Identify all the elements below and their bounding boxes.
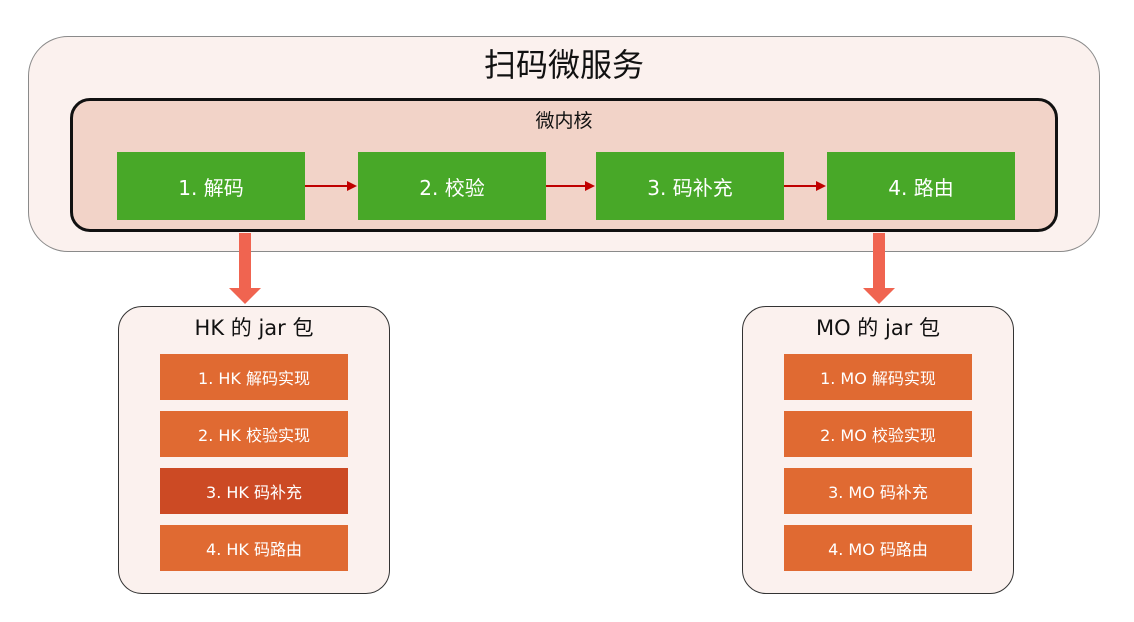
- hk-item-validate: 2. HK 校验实现: [160, 411, 348, 457]
- step-supplement: 3. 码补充: [596, 152, 784, 220]
- step-route: 4. 路由: [827, 152, 1015, 220]
- step-decode: 1. 解码: [117, 152, 305, 220]
- kernel-title: 微内核: [535, 110, 593, 132]
- hk-item-decode: 1. HK 解码实现: [160, 354, 348, 400]
- plugin-arrow-mo: [863, 233, 895, 304]
- mo-item-supplement: 3. MO 码补充: [784, 468, 972, 514]
- mo-item-validate: 2. MO 校验实现: [784, 411, 972, 457]
- plugin-arrow-hk: [229, 233, 261, 304]
- step-validate: 2. 校验: [358, 152, 546, 220]
- service-title: 扫码微服务: [483, 46, 644, 84]
- mo-jar-title: MO 的 jar 包: [815, 316, 940, 340]
- mo-item-route: 4. MO 码路由: [784, 525, 972, 571]
- hk-item-supplement: 3. HK 码补充: [160, 468, 348, 514]
- hk-item-route: 4. HK 码路由: [160, 525, 348, 571]
- hk-jar-title: HK 的 jar 包: [194, 316, 314, 340]
- mo-item-decode: 1. MO 解码实现: [784, 354, 972, 400]
